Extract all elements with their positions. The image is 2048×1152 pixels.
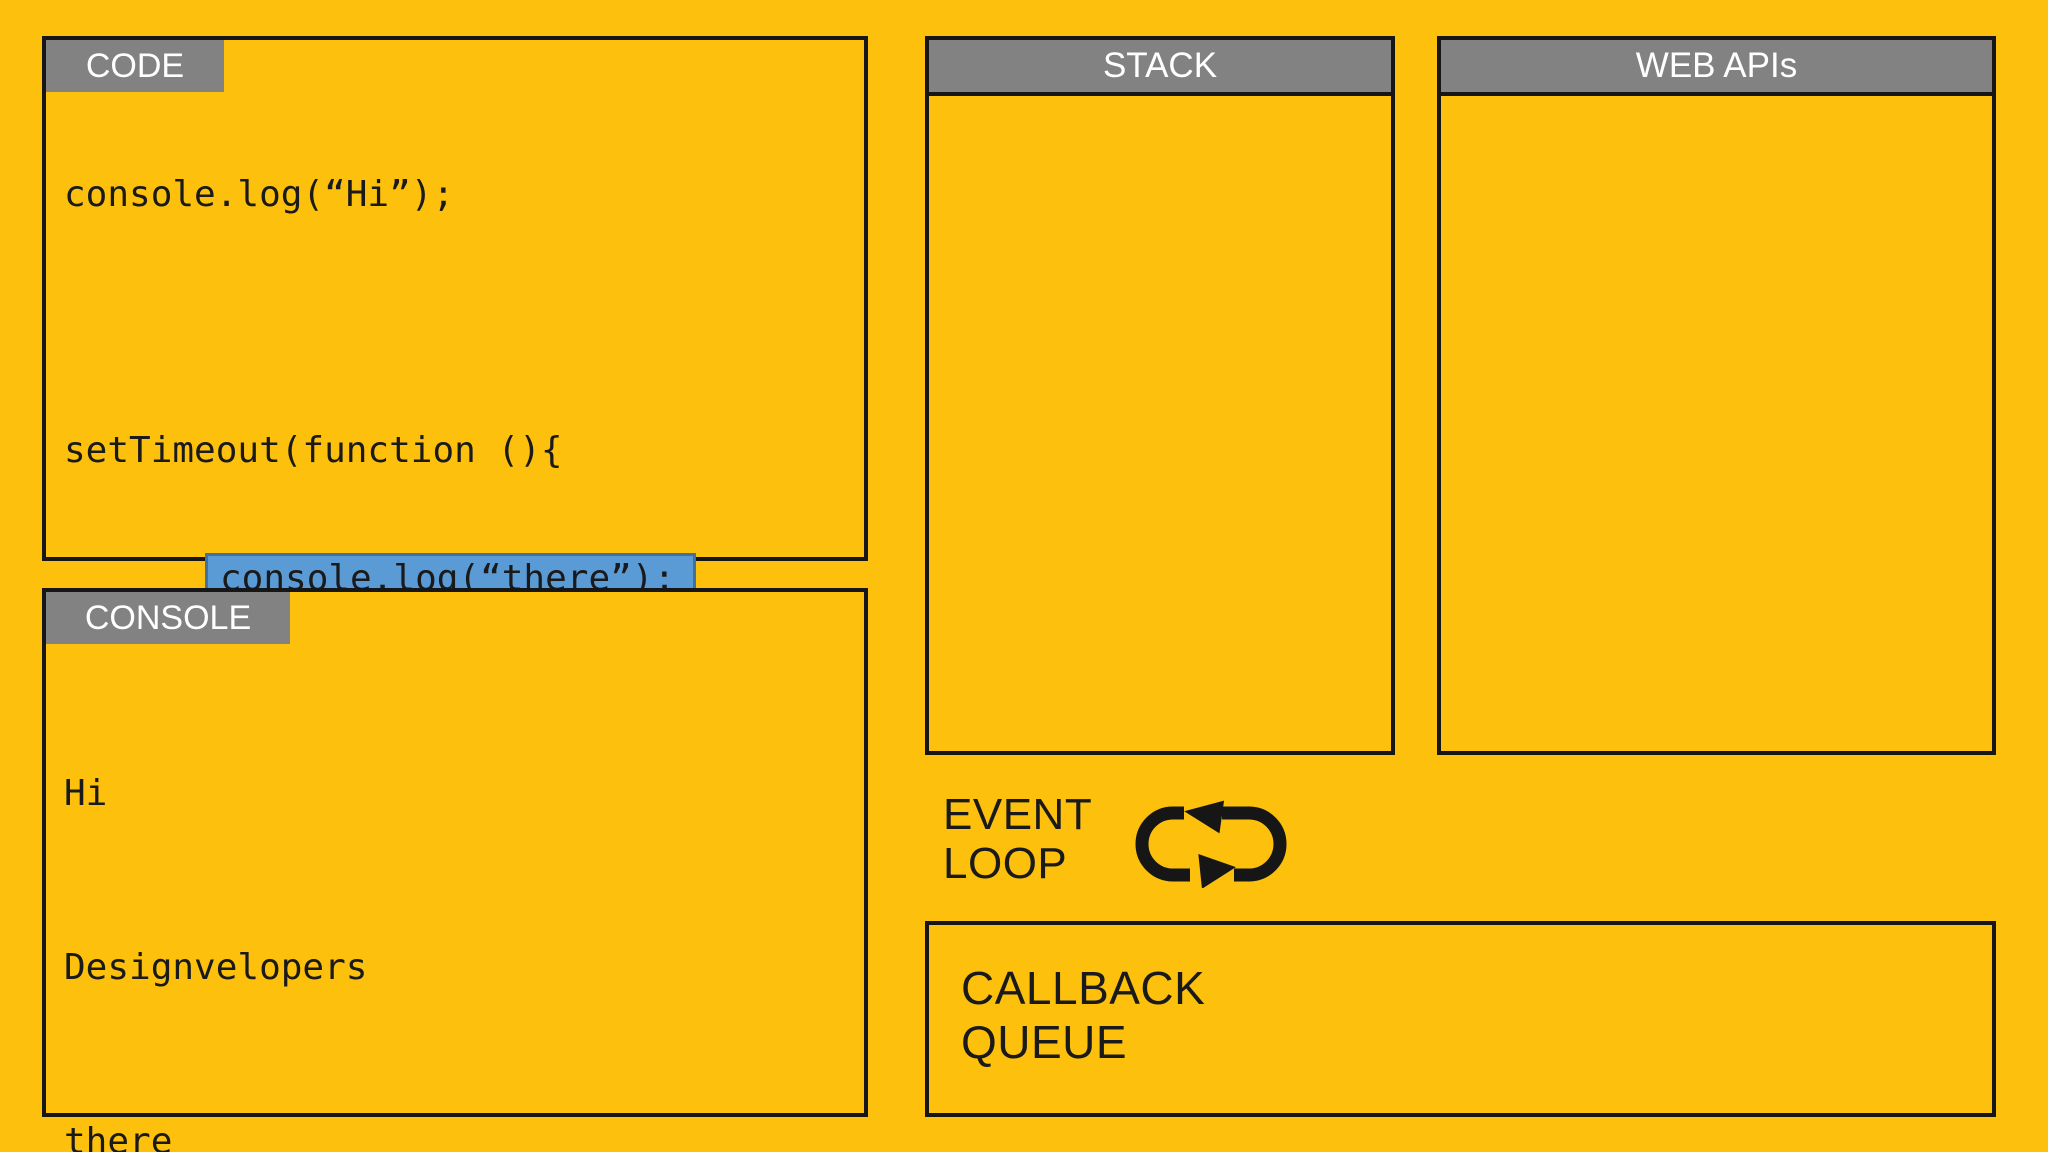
code-line: console.log(“Hi”); bbox=[64, 172, 714, 218]
console-output-line: Hi bbox=[64, 773, 108, 814]
event-loop-label-line2: LOOP bbox=[943, 839, 1068, 888]
callback-queue-label-line1: CALLBACK bbox=[961, 962, 1206, 1014]
callback-queue-panel: CALLBACK QUEUE bbox=[925, 921, 1996, 1117]
loop-arrows-icon bbox=[1132, 798, 1292, 893]
stack-panel: STACK bbox=[925, 36, 1395, 755]
console-panel-title: CONSOLE bbox=[46, 592, 290, 644]
code-line: setTimeout(function (){ bbox=[64, 428, 714, 474]
webapis-panel: WEB APIs bbox=[1437, 36, 1996, 755]
callback-queue-label-line2: QUEUE bbox=[961, 1016, 1128, 1068]
code-panel: CODE console.log(“Hi”); setTimeout(funct… bbox=[42, 36, 868, 983]
webapis-panel-title: WEB APIs bbox=[1441, 40, 1992, 96]
code-line-text: console.log(“Hi”); bbox=[64, 174, 455, 215]
code-panel-title: CODE bbox=[46, 40, 224, 92]
code-line-text: setTimeout(function (){ bbox=[64, 430, 563, 471]
event-loop-label: EVENT LOOP bbox=[943, 790, 1092, 888]
console-output-line: there bbox=[64, 1121, 173, 1152]
code-blank-line bbox=[64, 300, 714, 346]
console-output-line: Designvelopers bbox=[64, 947, 368, 988]
stack-panel-title: STACK bbox=[929, 40, 1391, 96]
callback-queue-label: CALLBACK QUEUE bbox=[961, 961, 1205, 1069]
event-loop-label-line1: EVENT bbox=[943, 790, 1093, 839]
console-output: Hi Designvelopers there bbox=[64, 666, 367, 1152]
console-panel: CONSOLE Hi Designvelopers there bbox=[42, 588, 868, 1152]
